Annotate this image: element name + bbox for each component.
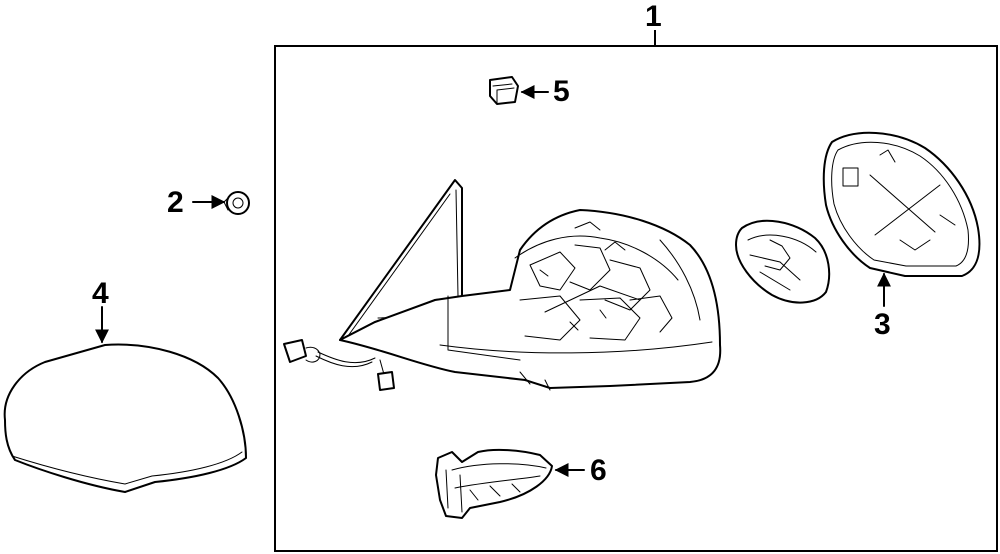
part-1-mirror-assembly [283, 179, 722, 391]
callout-6-label: 6 [590, 454, 607, 487]
part-4-mirror-cover [3, 343, 247, 493]
callout-4-label: 4 [92, 277, 109, 310]
callout-5-label: 5 [553, 75, 570, 108]
part-2-nut [223, 191, 250, 215]
assembly-frame [274, 45, 998, 552]
callout-2-label: 2 [167, 186, 184, 219]
callout-1-label: 1 [645, 0, 662, 33]
part-3-mirror-glass [822, 131, 981, 277]
part-6-turn-signal [435, 448, 553, 519]
part-5-clip [489, 76, 519, 105]
callout-3-label: 3 [874, 308, 891, 341]
mirror-actuator [735, 219, 831, 304]
